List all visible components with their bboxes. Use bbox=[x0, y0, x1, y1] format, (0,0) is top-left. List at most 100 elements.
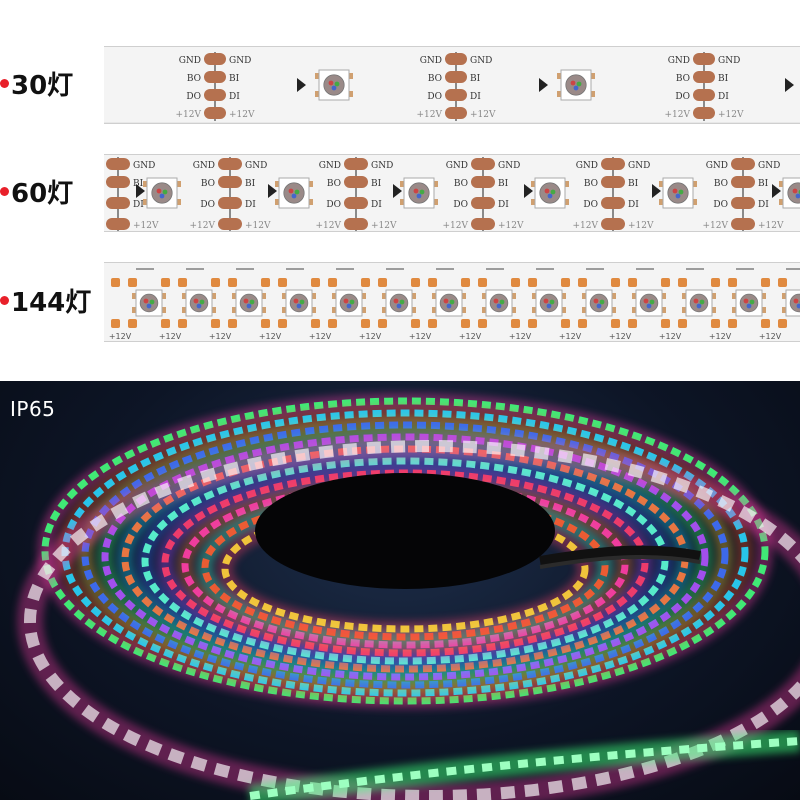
solder-pad bbox=[445, 71, 467, 83]
pad-label-left: +12V bbox=[417, 110, 443, 120]
pad-label-left: DO bbox=[453, 200, 468, 210]
solder-pad bbox=[218, 197, 242, 209]
led-chip-icon bbox=[659, 177, 697, 209]
strip-coil-outer-leds bbox=[24, 440, 800, 800]
led-chip-icon bbox=[315, 69, 353, 101]
solder-pad bbox=[471, 197, 495, 209]
solder-pad bbox=[778, 278, 787, 287]
pad-label-right: +12V bbox=[758, 221, 784, 231]
solder-pad bbox=[204, 53, 226, 65]
led-chip-icon bbox=[532, 289, 566, 317]
pad-label: +12V bbox=[159, 332, 182, 341]
solder-pad bbox=[471, 176, 495, 188]
pad-label: +12V bbox=[259, 332, 282, 341]
pad-label-right: BI bbox=[229, 74, 240, 84]
pad-label-left: BO bbox=[428, 74, 442, 84]
solder-pad bbox=[578, 319, 587, 328]
variant-label-60: 60灯 bbox=[0, 171, 73, 211]
solder-pad bbox=[511, 319, 520, 328]
solder-pad bbox=[428, 278, 437, 287]
solder-pad bbox=[561, 319, 570, 328]
led-chip-icon bbox=[282, 289, 316, 317]
led-chip-icon bbox=[432, 289, 466, 317]
rgb-strip-coil-photo: IP65 bbox=[0, 381, 800, 800]
pad-label-left: GND bbox=[446, 161, 468, 171]
solder-pad bbox=[528, 319, 537, 328]
pad-label: +12V bbox=[359, 332, 382, 341]
solder-pad bbox=[731, 197, 755, 209]
variant-label-text: 144灯 bbox=[11, 287, 92, 318]
solder-pad bbox=[611, 319, 620, 328]
pad-label-right: +12V bbox=[133, 221, 159, 231]
pad-label-left: DO bbox=[713, 200, 728, 210]
direction-arrow-icon bbox=[785, 78, 794, 92]
pad-label-left: DO bbox=[200, 200, 215, 210]
solder-pad bbox=[693, 89, 715, 101]
pad-label-left: DO bbox=[427, 92, 442, 102]
led-chip-icon bbox=[632, 289, 666, 317]
pad-label-left: GND bbox=[668, 56, 690, 66]
pad-label-left: GND bbox=[576, 161, 598, 171]
pad-label-right: GND bbox=[133, 161, 155, 171]
pad-label-right: DI bbox=[718, 92, 729, 102]
pad-label-right: +12V bbox=[371, 221, 397, 231]
pad-label-left: +12V bbox=[316, 221, 342, 231]
solder-pad bbox=[311, 319, 320, 328]
pad-label-left: +12V bbox=[665, 110, 691, 120]
solder-pad bbox=[128, 278, 137, 287]
pad-label-right: GND bbox=[470, 56, 492, 66]
pad-label: +12V bbox=[459, 332, 482, 341]
pad-label-right: BI bbox=[628, 179, 639, 189]
solder-pad bbox=[411, 319, 420, 328]
solder-pad bbox=[711, 319, 720, 328]
red-bullet-icon bbox=[0, 186, 9, 196]
solder-pad bbox=[601, 158, 625, 170]
pad-label-left: BO bbox=[201, 179, 215, 189]
red-bullet-icon bbox=[0, 295, 9, 305]
solder-pad bbox=[611, 278, 620, 287]
solder-pad bbox=[161, 319, 170, 328]
solder-pad bbox=[328, 278, 337, 287]
solder-pad bbox=[204, 89, 226, 101]
coil-center bbox=[255, 473, 555, 589]
pad-label-left: DO bbox=[326, 200, 341, 210]
solder-pad bbox=[561, 278, 570, 287]
pad-label-left: DO bbox=[186, 92, 201, 102]
solder-pad bbox=[693, 71, 715, 83]
direction-arrow-icon bbox=[297, 78, 306, 92]
pad-label-right: +12V bbox=[470, 110, 496, 120]
pad-label-left: BO bbox=[187, 74, 201, 84]
pad-label-right: GND bbox=[628, 161, 650, 171]
solder-pad bbox=[361, 278, 370, 287]
red-bullet-icon bbox=[0, 78, 9, 88]
pad-label-right: GND bbox=[758, 161, 780, 171]
direction-arrow-icon bbox=[524, 184, 533, 198]
led-chip-icon bbox=[531, 177, 569, 209]
pad-label-left: DO bbox=[675, 92, 690, 102]
led-chip-icon bbox=[332, 289, 366, 317]
led-chip-icon bbox=[132, 289, 166, 317]
pad-label-left: GND bbox=[193, 161, 215, 171]
strip-60-svg: GNDGNDBOBIDODI+12V+12VGNDGNDBOBIDODI+12V… bbox=[106, 157, 800, 231]
pad-label: +12V bbox=[109, 332, 132, 341]
led-chip-icon bbox=[682, 289, 716, 317]
solder-pad bbox=[693, 53, 715, 65]
solder-pad bbox=[106, 197, 130, 209]
solder-pad bbox=[361, 319, 370, 328]
solder-pad bbox=[445, 89, 467, 101]
pad-label-left: +12V bbox=[443, 221, 469, 231]
pad-label-right: DI bbox=[229, 92, 240, 102]
solder-pad bbox=[378, 278, 387, 287]
pad-label-right: BI bbox=[133, 179, 144, 189]
solder-pad bbox=[411, 278, 420, 287]
pad-label-right: BI bbox=[758, 179, 769, 189]
pad-label-left: +12V bbox=[573, 221, 599, 231]
solder-pad bbox=[445, 53, 467, 65]
pad-label-right: GND bbox=[229, 56, 251, 66]
solder-pad bbox=[278, 278, 287, 287]
pad-label: +12V bbox=[309, 332, 332, 341]
solder-pad bbox=[344, 158, 368, 170]
pad-label: +12V bbox=[559, 332, 582, 341]
led-chip-icon bbox=[182, 289, 216, 317]
